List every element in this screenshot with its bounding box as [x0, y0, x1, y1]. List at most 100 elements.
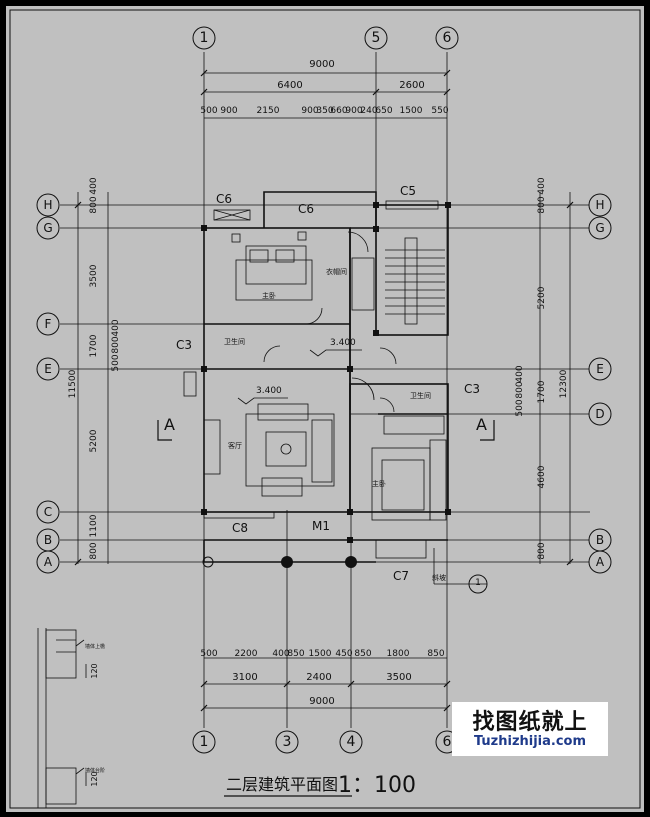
drawing-title: 二层建筑平面图 [226, 775, 338, 794]
dim-top-detail: 550 [431, 106, 448, 116]
room-label: 主卧 [262, 291, 276, 300]
wall-detail-drawing [37, 628, 87, 808]
axis-label-bottom: 6 [443, 734, 452, 750]
sheet-background [6, 6, 644, 812]
room-label: 卫生间 [224, 337, 245, 346]
dim-left-detail: 400 [111, 319, 121, 336]
column-round [281, 556, 293, 568]
dim-right-detail: 400 [515, 365, 525, 382]
elevation-label: 3.400 [256, 386, 282, 396]
axis-bubble [588, 550, 612, 574]
watermark-text-cn: 找图纸就上 [472, 710, 588, 735]
windows [183, 200, 439, 559]
dim-right-detail: 500 [515, 399, 525, 416]
dimension-lines [77, 72, 571, 709]
axis-label-bottom: 4 [347, 734, 356, 750]
axis-label-top: 5 [372, 30, 381, 46]
dimension-ticks [74, 69, 574, 712]
axis-bubble [435, 26, 459, 50]
dim-bottom-detail: 2200 [235, 649, 258, 659]
axis-label-right: E [596, 362, 604, 376]
dim-top-mid: 2600 [399, 80, 424, 91]
axis-label-bottom: 1 [200, 734, 209, 750]
dim-left-detail: 3500 [89, 264, 99, 287]
dim-right-detail: 1700 [537, 380, 547, 403]
dim-left-detail: 800 [89, 542, 99, 559]
window-label: C6 [216, 192, 232, 206]
axis-bubble [588, 216, 612, 240]
dim-top-detail: 240 [360, 106, 377, 116]
axis-bubble [339, 730, 363, 754]
axis-bubble [192, 26, 216, 50]
dim-top-detail: 660 [330, 106, 347, 116]
axis-label-right: A [596, 555, 605, 569]
dim-right-total: 12300 [559, 369, 569, 398]
watermark-text-en: Tuzhizhijia.com [473, 734, 587, 749]
window-label: C6 [298, 202, 314, 216]
axis-label-left: C [44, 505, 52, 519]
axis-label-right: G [595, 221, 604, 235]
dim-bottom-mid: 3100 [232, 672, 257, 683]
dim-right-detail: 800 [537, 542, 547, 559]
detail-note: 墙体台阶 [85, 767, 105, 774]
section-marks [157, 420, 495, 441]
dim-top-detail: 900 [220, 106, 237, 116]
column-round-outline [202, 556, 214, 568]
dim-top-total: 9000 [309, 59, 334, 70]
axis-label-right: D [595, 407, 604, 421]
dim-right-detail: 5200 [537, 286, 547, 309]
dim-bottom-detail: 850 [427, 649, 444, 659]
axis-bubble [588, 402, 612, 426]
axis-label-right: H [595, 198, 604, 212]
watermark-badge: 找图纸就上 Tuzhizhijia.com [452, 702, 608, 756]
dim-top-detail: 900 [301, 106, 318, 116]
axis-bubble [364, 26, 388, 50]
staircase [385, 237, 445, 325]
dim-bottom-detail: 850 [287, 649, 304, 659]
detail-dim: 120 [90, 771, 99, 786]
dim-top-detail: 650 [375, 106, 392, 116]
axis-label-left: B [44, 533, 52, 547]
window-label: C3 [176, 338, 192, 352]
room-label: 客厅 [228, 441, 242, 450]
axis-bubble [36, 216, 60, 240]
dim-top-detail: 2150 [257, 106, 280, 116]
dim-bottom-detail: 500 [200, 649, 217, 659]
dim-bottom-detail: 1500 [309, 649, 332, 659]
drawing-scale: 1：100 [338, 773, 416, 798]
axis-bubble [36, 500, 60, 524]
axis-label-left: F [45, 317, 52, 331]
dim-left-detail: 500 [111, 354, 121, 371]
axis-label-left: G [43, 221, 52, 235]
dim-bottom-mid: 2400 [306, 672, 331, 683]
axis-bubble [275, 730, 299, 754]
stair-note: 斜坡 [432, 573, 446, 582]
window-label: C3 [464, 382, 480, 396]
section-label: A [476, 415, 487, 434]
dim-left-total: 11500 [68, 369, 78, 398]
dim-right-detail: 400 [537, 177, 547, 194]
axis-label-top: 1 [200, 30, 209, 46]
dim-top-detail: 350 [316, 106, 333, 116]
axis-label-left: E [44, 362, 52, 376]
dim-bottom-detail: 450 [335, 649, 352, 659]
elevation-symbols [237, 349, 362, 405]
elevation-label: 3.400 [330, 338, 356, 348]
window-label: C5 [400, 184, 416, 198]
door-label: M1 [312, 519, 330, 533]
dim-left-detail: 400 [89, 177, 99, 194]
dim-top-mid: 6400 [277, 80, 302, 91]
dim-right-detail: 800 [515, 381, 525, 398]
dim-left-detail: 5200 [89, 429, 99, 452]
dim-top-detail: 1500 [400, 106, 423, 116]
dim-left-detail: 1700 [89, 334, 99, 357]
axis-bubble [36, 550, 60, 574]
dim-left-detail: 800 [111, 336, 121, 353]
dim-bottom-detail: 1800 [387, 649, 410, 659]
axis-bubble [36, 312, 60, 336]
axis-bubble [588, 193, 612, 217]
dim-top-detail: 900 [345, 106, 362, 116]
